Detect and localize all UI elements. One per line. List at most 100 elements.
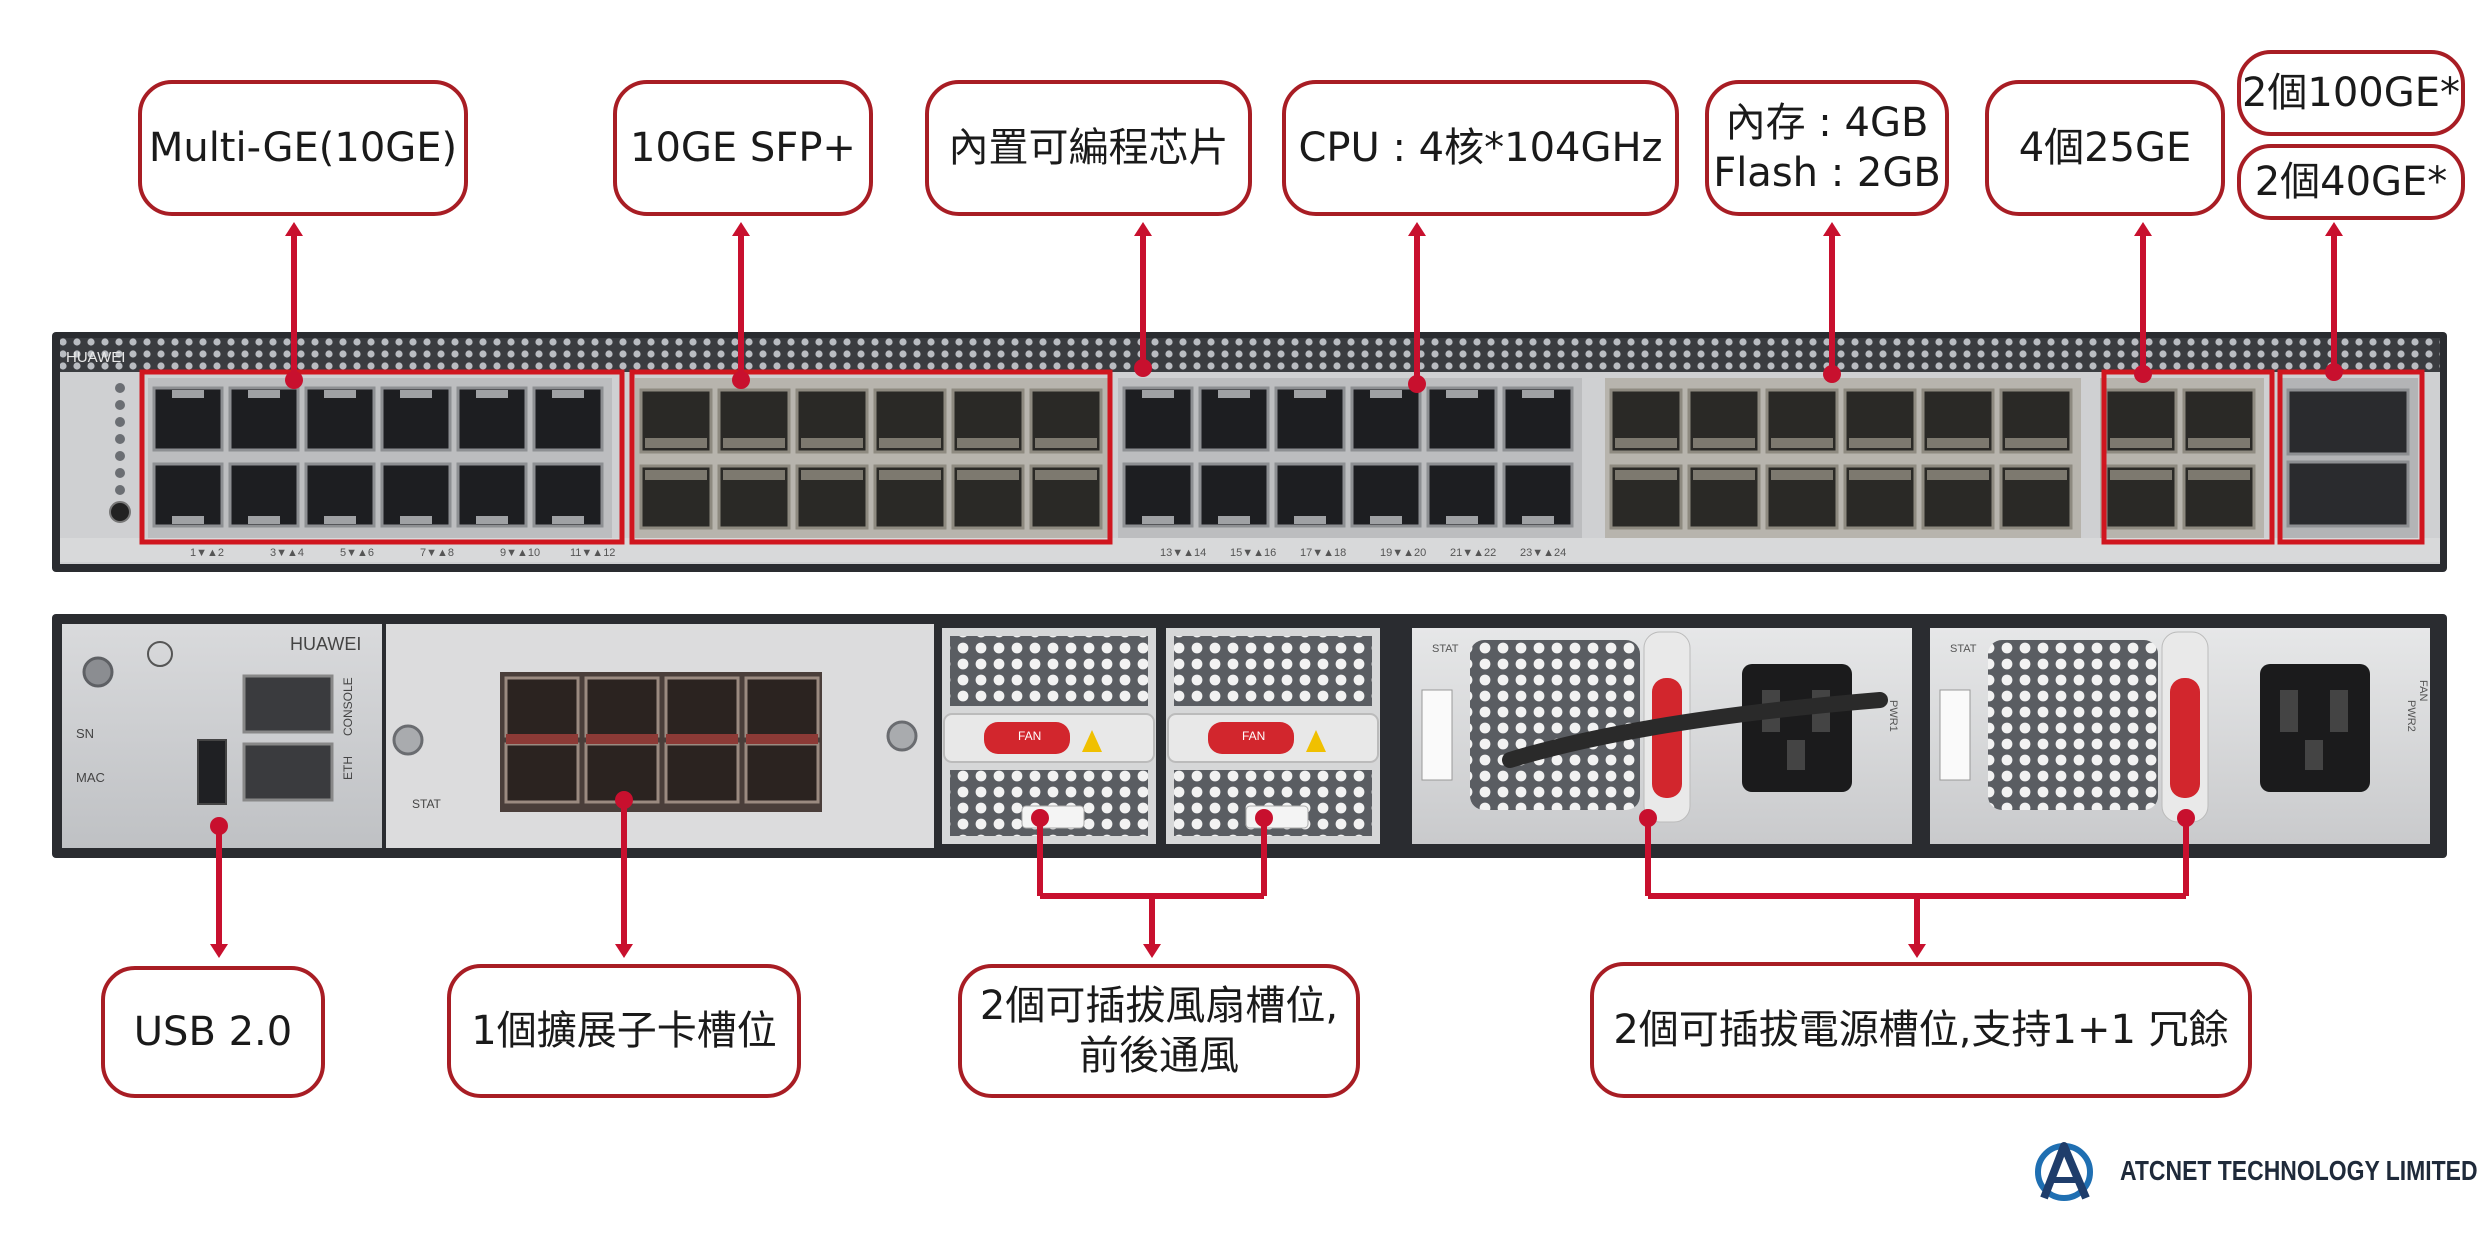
callout-expansion: 1個擴展子卡槽位 (447, 964, 801, 1098)
eth-label: ETH (341, 756, 355, 780)
arrow-head-icon (285, 222, 303, 236)
rj45-port (380, 386, 452, 452)
port-latch (1294, 390, 1326, 398)
psu-name-label: PWR2 (2405, 700, 2417, 732)
sfp-tab (1693, 438, 1755, 448)
arrow-head-icon (1408, 222, 1426, 236)
arrow-head-icon (2325, 222, 2343, 236)
rj45-port (152, 462, 224, 528)
leader-dot (2134, 365, 2152, 383)
mac-label: MAC (76, 770, 105, 785)
sfp-tab (2188, 470, 2250, 480)
expansion-sfp-ports (500, 672, 822, 812)
sfp-tab (801, 438, 863, 448)
psu-name-label: PWR1 (1887, 700, 1899, 732)
port-number-label: 11▼▲12 (570, 547, 615, 559)
cable-tie (1502, 692, 1888, 768)
port-latch (324, 516, 356, 524)
sfp-tab (957, 470, 1019, 480)
sfp-cage (744, 742, 820, 804)
psu-latch (1939, 689, 1971, 781)
console-port[interactable] (242, 742, 334, 802)
psu-label-badge (1652, 678, 1682, 798)
card-stat-label: STAT (412, 797, 442, 811)
psu-vent (1988, 640, 2158, 810)
status-led-icon (115, 383, 125, 393)
sfp-tab (2188, 438, 2250, 448)
sfp-tab (1771, 470, 1833, 480)
port-number-label: 21▼▲22 (1450, 547, 1496, 559)
rj45-port (380, 462, 452, 528)
psu-stat-label: STAT (1950, 643, 1977, 655)
psu-stat-label: STAT (1432, 643, 1459, 655)
port-number-label: 5▼▲6 (340, 547, 374, 559)
leader-dot (1823, 365, 1841, 383)
sfp-tab (723, 438, 785, 448)
callout-fans: 2個可插拔風扇槽位, 前後通風 (958, 964, 1360, 1098)
sfp-tab (1927, 470, 1989, 480)
eth-port[interactable] (242, 674, 334, 734)
arrow-head-icon (1908, 944, 1926, 958)
port-latch (1142, 516, 1174, 524)
front-ports (148, 378, 2418, 538)
mode-button (109, 501, 131, 523)
port-latch (400, 516, 432, 524)
callout-memory: 內存 : 4GB Flash : 2GB (1705, 80, 1949, 216)
port-latch (476, 390, 508, 398)
rj45-port (1198, 386, 1270, 452)
annotations (139, 222, 2425, 958)
sfp-tab (1035, 470, 1097, 480)
arrow-head-icon (615, 944, 633, 958)
rj45-port (1502, 386, 1574, 452)
atcnet-logo-icon (2035, 1142, 2093, 1201)
port-latch (552, 516, 584, 524)
psu-vent (1470, 640, 1640, 810)
company-brand: ATCNET TECHNOLOGY LIMITED (2030, 1138, 2481, 1204)
port-number-label: 17▼▲18 (1300, 547, 1346, 559)
rj45-port (1350, 386, 1422, 452)
rj45-port (304, 462, 376, 528)
sfp-tab (645, 438, 707, 448)
rj45-port (1426, 386, 1498, 452)
power-inlet (1742, 664, 1852, 792)
port-number-label: 3▼▲4 (270, 547, 304, 559)
warning-icon (1082, 730, 1102, 752)
psu-label-badge (2170, 678, 2200, 798)
inlet-pin (2330, 690, 2348, 732)
rj45-port (228, 386, 300, 452)
rj45-port (152, 386, 224, 452)
port-number-label: 1▼▲2 (190, 547, 224, 559)
rj45-port (1274, 462, 1346, 528)
rj45-port (532, 462, 604, 528)
sfp-tab (1693, 470, 1755, 480)
usb-port[interactable] (197, 739, 227, 805)
callout-25ge: 4個25GE (1985, 80, 2225, 216)
arrow-head-icon (1143, 944, 1161, 958)
rj45-port (1274, 386, 1346, 452)
port-number-label: 19▼▲20 (1380, 547, 1426, 559)
port-latch (1142, 390, 1174, 398)
sfp-tab (1035, 438, 1097, 448)
port-latch (172, 516, 204, 524)
callout-usb: USB 2.0 (101, 966, 325, 1098)
sfp-tab (666, 734, 738, 744)
sfp-tab (1771, 438, 1833, 448)
port-latch (248, 390, 280, 398)
sfp-tab (879, 470, 941, 480)
rear-brand: HUAWEI (290, 634, 361, 654)
sfp-tab (2110, 470, 2172, 480)
power-inlet (2260, 664, 2370, 792)
warning-icon (1306, 730, 1326, 752)
sfp-tab (2110, 438, 2172, 448)
callout-programmable-chip: 內置可編程芯片 (925, 80, 1252, 216)
port-latch (1446, 516, 1478, 524)
port-latch (1218, 516, 1250, 524)
sfp-cage (664, 742, 740, 804)
sfp-cage (504, 676, 580, 738)
port-number-label: 13▼▲14 (1160, 547, 1206, 559)
management-module (62, 624, 382, 848)
highlight-box (139, 369, 625, 545)
